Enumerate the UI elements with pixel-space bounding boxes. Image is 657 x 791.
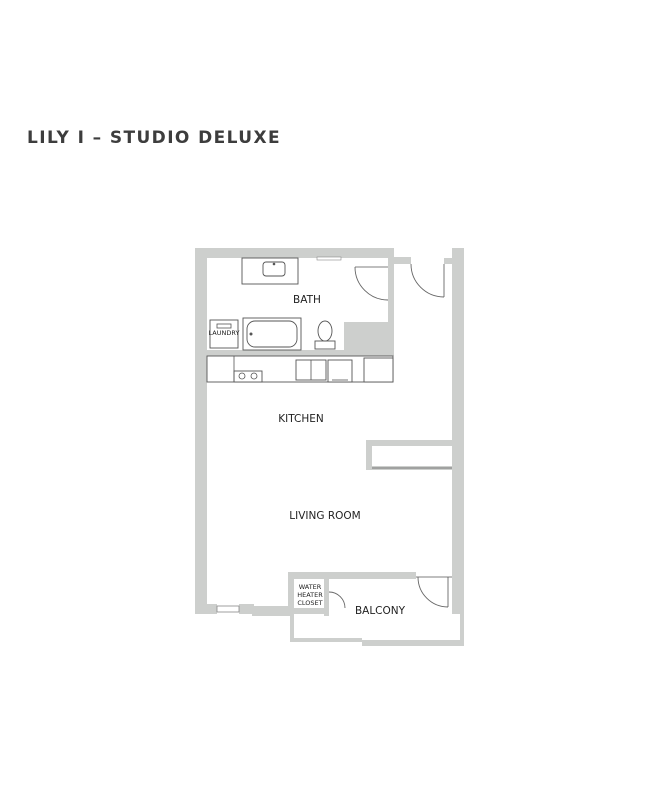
kitchen-counter [206,355,394,383]
exterior-walls [195,248,464,616]
plan-title: LILY I – STUDIO DELUXE [27,128,281,148]
bath-door [354,266,389,301]
bath-fixtures [209,257,336,351]
room-label-water-heater-3: CLOSET [297,599,322,607]
interior-walls [207,264,394,356]
room-label-kitchen: KITCHEN [278,413,324,425]
room-label-laundry: LAUNDRY [209,329,240,337]
room-label-water-heater-2: HEATER [297,591,323,599]
wardrobe-closet [366,440,452,470]
entry-door [410,263,445,298]
windows [316,256,342,261]
room-label-balcony: BALCONY [355,605,406,617]
room-label-water-heater-1: WATER [299,583,322,591]
room-label-bath: BATH [293,294,321,306]
room-label-living-room: LIVING ROOM [289,510,360,522]
balcony-area [288,572,464,646]
